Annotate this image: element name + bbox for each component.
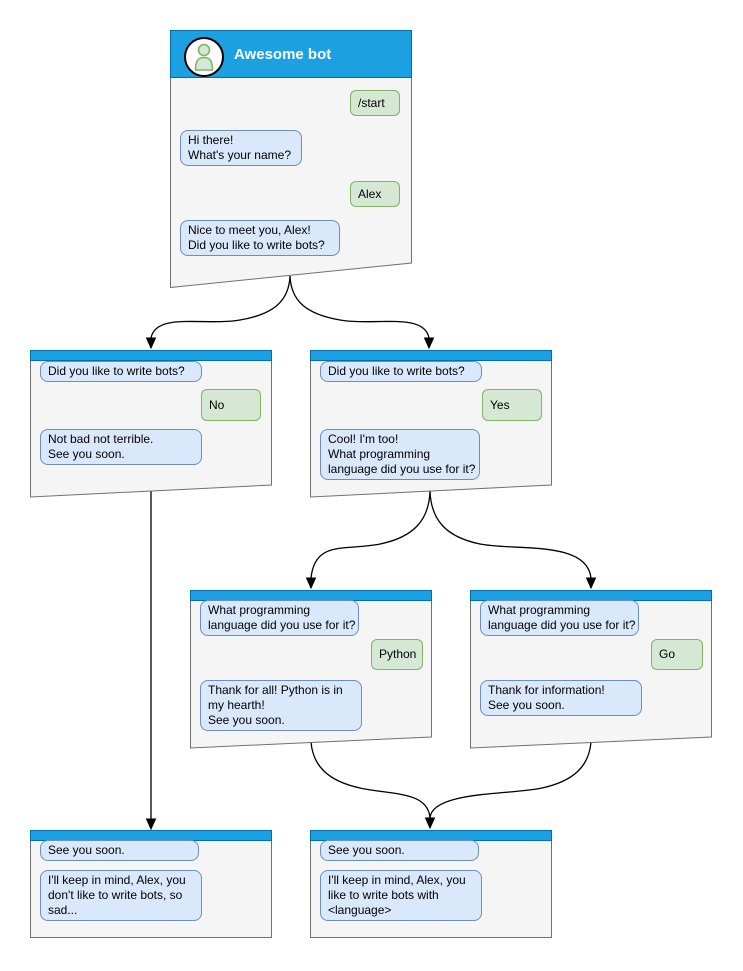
user-answer-go: Go [651,639,703,670]
arrowhead [585,577,597,590]
arrowhead [145,818,157,831]
connector-yes-to-go [429,490,597,590]
connector-go-to-end [424,741,592,830]
user-message-name: Alex [350,181,400,207]
user-answer-yes: Yes [482,389,542,421]
bot-reply-yes: Cool! I'm too! What programming language… [320,429,480,480]
person-icon [194,43,214,71]
chat-window-end-language: See you soon. I'll keep in mind, Alex, y… [310,830,552,938]
user-message-start: /start [350,90,400,116]
chat-header [310,350,552,361]
arrowhead [305,577,317,590]
arrowhead [145,337,157,350]
bot-question: Did you like to write bots? [40,361,202,382]
chat-header [30,350,272,361]
connector-no-to-end [145,491,157,831]
chat-title: Awesome bot [234,46,332,63]
chat-window-go: What programming language did you use fo… [470,590,712,749]
arrowhead [424,817,436,830]
bot-reply-python: Thank for all! Python is in my hearth! S… [200,680,362,731]
user-answer-no: No [201,389,261,421]
bot-message-keep-in-mind: I'll keep in mind, Alex, you don't like … [40,870,202,921]
bot-question: Did you like to write bots? [320,361,482,382]
arrowhead [423,337,435,350]
bot-reply-go: Thank for information! See you soon. [480,680,642,716]
bot-question-language: What programming language did you use fo… [480,600,639,636]
user-answer-python: Python [371,639,423,670]
chat-window-branch-no: Did you like to write bots? No Not bad n… [30,350,272,498]
bot-message-nice-to-meet: Nice to meet you, Alex! Did you like to … [180,220,340,256]
connector-yes-to-python [305,490,431,590]
bot-message-greeting: Hi there! What's your name? [180,130,302,166]
chat-window-python: What programming language did you use fo… [190,590,432,749]
bot-message-see-you: See you soon. [40,840,199,861]
bot-avatar [184,37,224,77]
bot-message-keep-in-mind: I'll keep in mind, Alex, you like to wri… [320,870,482,921]
bot-question-language: What programming language did you use fo… [200,600,359,636]
connector-python-to-end [310,741,431,819]
bot-message-see-you: See you soon. [320,840,479,861]
bot-reply-no: Not bad not terrible. See you soon. [40,429,202,465]
chat-window-start: Awesome bot /start Hi there! What's your… [170,30,412,288]
chat-header: Awesome bot [170,30,412,78]
chat-window-end-no: See you soon. I'll keep in mind, Alex, y… [30,830,272,938]
chat-window-branch-yes: Did you like to write bots? Yes Cool! I'… [310,350,552,498]
